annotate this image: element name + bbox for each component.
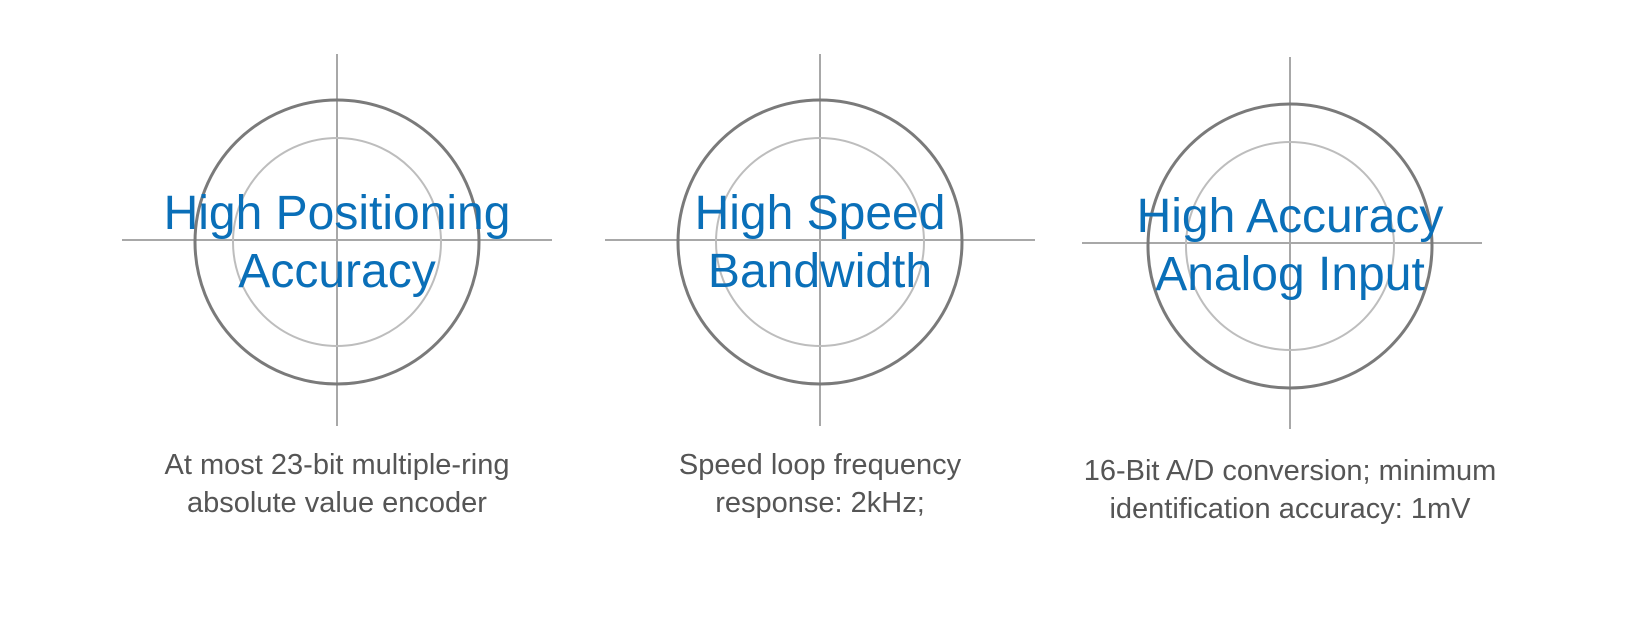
feature-description-line: identification accuracy: 1mV <box>1109 493 1471 525</box>
inner-ring <box>715 137 925 347</box>
feature-title: High Accuracy Analog Input <box>1030 188 1550 304</box>
feature-title-line: Accuracy <box>238 245 436 298</box>
outer-ring <box>676 98 964 386</box>
feature-description-line: 16-Bit A/D conversion; minimum <box>1083 455 1497 487</box>
outer-ring <box>193 98 481 386</box>
feature-title-line: Bandwidth <box>707 245 933 298</box>
feature-title-line: Analog Input <box>1155 248 1425 301</box>
feature-title-line: High Accuracy <box>1136 190 1444 243</box>
crosshair-target-icon <box>605 54 1035 426</box>
feature-speed-bandwidth: High Speed Bandwidth Speed loop frequenc… <box>560 0 1080 619</box>
feature-analog-input: High Accuracy Analog Input 16-Bit A/D co… <box>1042 0 1562 619</box>
feature-description: Speed loop frequency response: 2kHz; <box>560 446 1080 522</box>
feature-description: At most 23-bit multiple-ring absolute va… <box>77 446 597 522</box>
feature-description-line: absolute value encoder <box>187 487 487 519</box>
outer-ring <box>1146 102 1434 390</box>
inner-ring <box>232 137 442 347</box>
crosshair-target-icon <box>122 54 552 426</box>
inner-ring <box>1185 141 1395 351</box>
feature-title: High Positioning Accuracy <box>77 185 597 301</box>
feature-title-line: High Speed <box>694 187 946 240</box>
feature-positioning-accuracy: High Positioning Accuracy At most 23-bit… <box>77 0 597 619</box>
feature-title: High Speed Bandwidth <box>560 185 1080 301</box>
feature-description-line: At most 23-bit multiple-ring <box>164 449 510 481</box>
feature-description-line: Speed loop frequency <box>678 449 962 481</box>
feature-description-line: response: 2kHz; <box>715 487 925 519</box>
crosshair-target-icon <box>1082 57 1482 429</box>
feature-title-line: High Positioning <box>163 187 511 240</box>
feature-description: 16-Bit A/D conversion; minimum identific… <box>1030 452 1550 528</box>
